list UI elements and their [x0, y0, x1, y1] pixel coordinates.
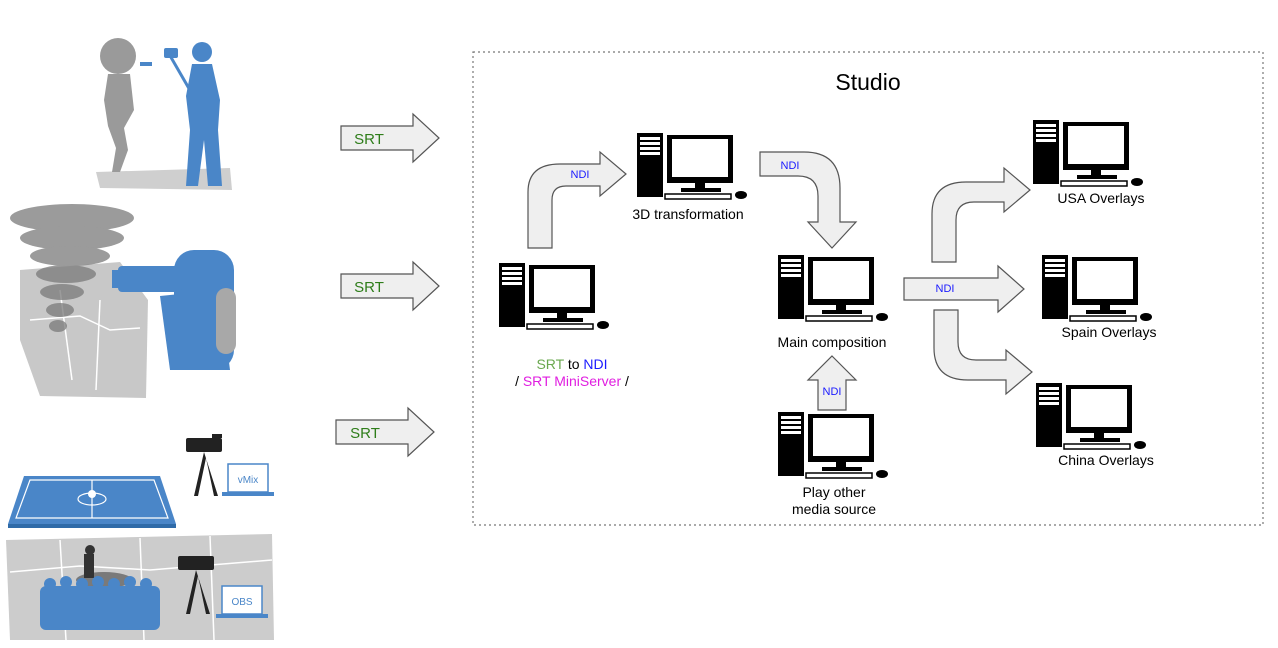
storm-source-illustration — [10, 204, 236, 398]
media-source-label-line1: Play other — [802, 484, 865, 500]
gateway-label-line1: SRT to NDI — [536, 356, 607, 372]
stadium-source-illustration: vMix — [8, 434, 274, 528]
vmix-label: vMix — [238, 475, 259, 486]
srt-arrow-2: SRT — [340, 261, 440, 311]
ndi-label-to-overlays: NDI — [936, 283, 955, 295]
studio-box — [472, 51, 1264, 526]
srt-arrow-1: SRT — [340, 113, 440, 163]
media-source-label-line2: media source — [792, 501, 876, 517]
srt-arrow-3-label: SRT — [350, 425, 380, 442]
ndi-label-from-media: NDI — [823, 386, 842, 398]
transform-computer: 3D transformation — [632, 132, 748, 222]
srt-arrow-3: SRT — [335, 407, 435, 457]
gateway-computer: SRT to NDI / SRT MiniServer / — [498, 262, 629, 389]
obs-label: OBS — [231, 597, 252, 608]
main-composition-computer: Main composition — [777, 254, 889, 350]
gateway-label-line2: / SRT MiniServer / — [515, 373, 629, 389]
ndi-arrow-from-media: NDI — [806, 355, 858, 411]
crowd-source-illustration: OBS — [6, 534, 274, 641]
ndi-label-to-transform: NDI — [571, 169, 590, 181]
main-composition-label: Main composition — [778, 334, 887, 350]
ndi-arrow-from-transform: NDI — [759, 151, 858, 249]
media-source-computer: Play other media source — [777, 411, 889, 517]
ndi-label-from-transform: NDI — [781, 160, 800, 172]
ndi-arrow-to-transform: NDI — [527, 150, 627, 249]
spain-overlays-label: Spain Overlays — [1062, 324, 1157, 340]
ndi-arrows-to-overlays: NDI — [903, 166, 1033, 396]
china-overlays-label: China Overlays — [1058, 452, 1154, 468]
china-overlays-computer: China Overlays — [1035, 382, 1154, 468]
spain-overlays-computer: Spain Overlays — [1041, 254, 1157, 340]
srt-arrow-1-label: SRT — [354, 131, 384, 148]
transform-label: 3D transformation — [632, 206, 743, 222]
usa-overlays-label: USA Overlays — [1057, 190, 1144, 206]
srt-arrow-2-label: SRT — [354, 279, 384, 296]
interview-source-illustration — [96, 38, 232, 190]
usa-overlays-computer: USA Overlays — [1032, 119, 1145, 206]
studio-title: Studio — [835, 69, 900, 95]
